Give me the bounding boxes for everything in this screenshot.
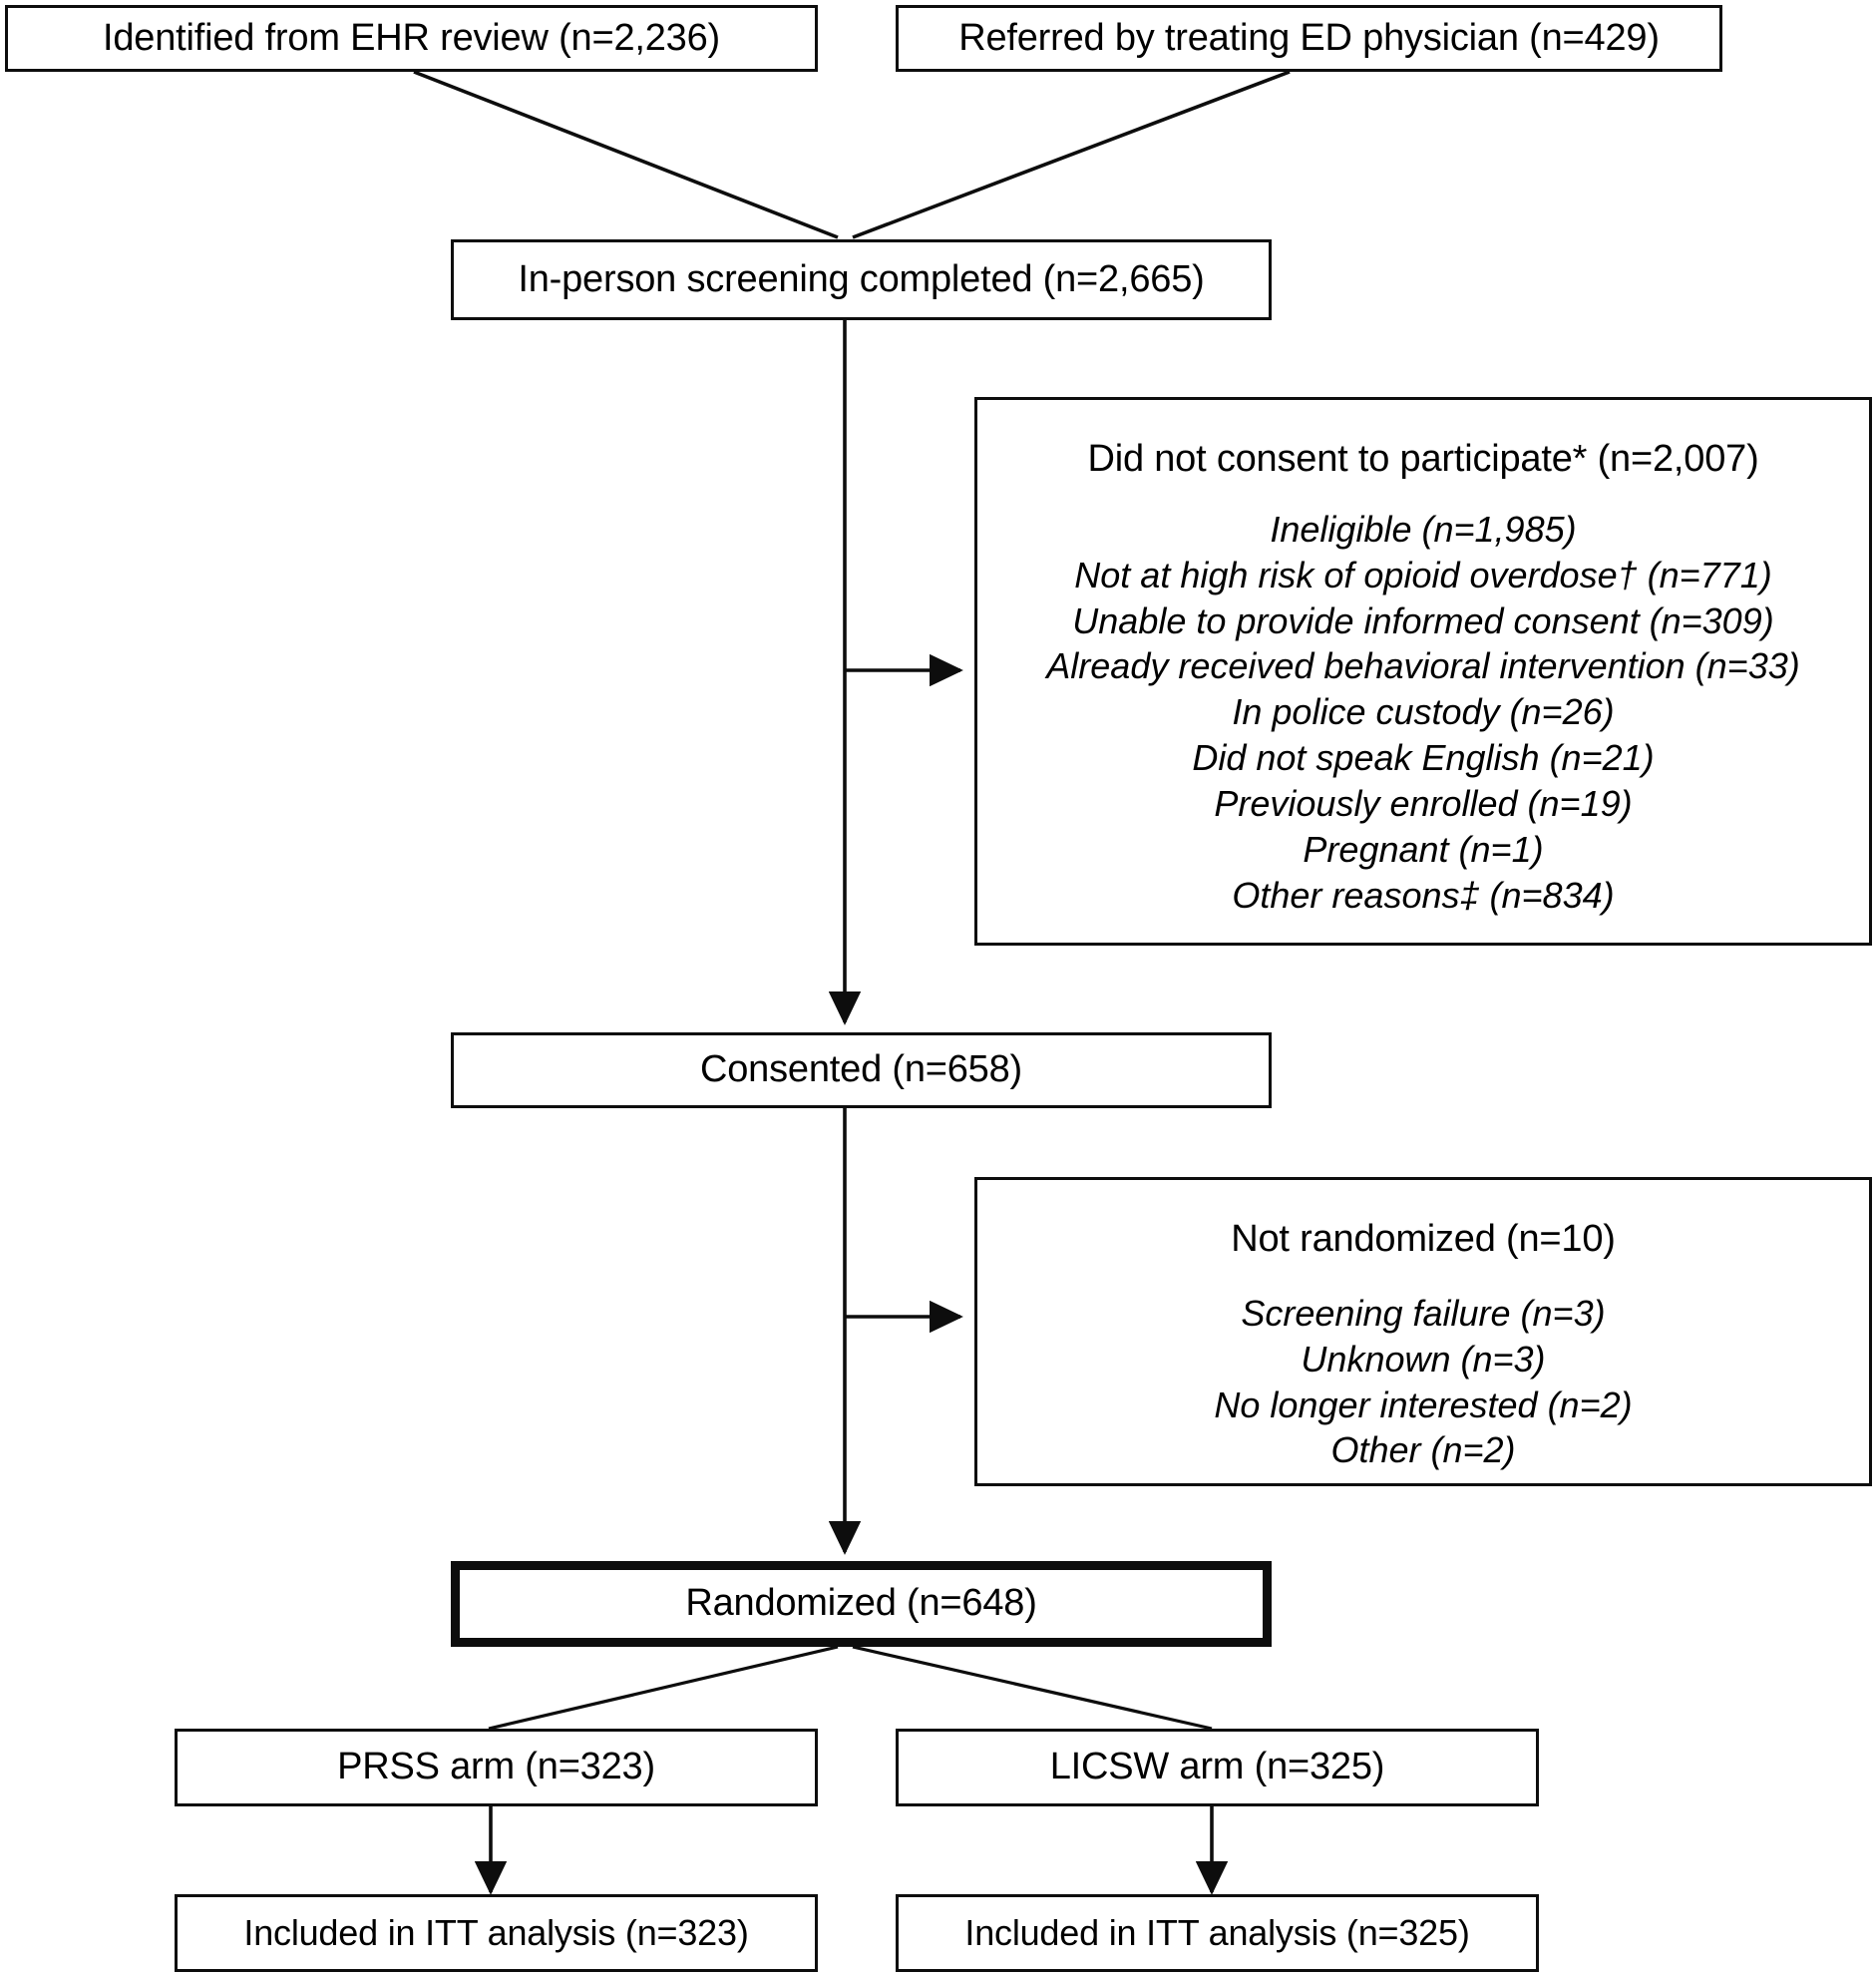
reason-item: Screening failure (n=3) xyxy=(1241,1292,1606,1334)
exclusion-title: Did not consent to participate* (n=2,007… xyxy=(1087,438,1759,480)
node-in-person-screening: In-person screening completed (n=2,665) xyxy=(451,239,1272,320)
reason-item: Already received behavioral intervention… xyxy=(1046,645,1800,687)
reason-item: Pregnant (n=1) xyxy=(1303,829,1544,871)
exclusion-title: Not randomized (n=10) xyxy=(1231,1218,1616,1260)
node-consented: Consented (n=658) xyxy=(451,1032,1272,1108)
node-licsw-itt-analysis: Included in ITT analysis (n=325) xyxy=(896,1894,1539,1972)
reason-item: No longer interested (n=2) xyxy=(1214,1383,1633,1425)
reason-item: Not at high risk of opioid overdose† (n=… xyxy=(1074,554,1772,595)
not-randomized-reason-list: Screening failure (n=3) Unknown (n=3) No… xyxy=(1214,1292,1632,1473)
node-licsw-arm: LICSW arm (n=325) xyxy=(896,1729,1539,1806)
reason-item: Other reasons‡ (n=834) xyxy=(1232,874,1615,916)
node-randomized: Randomized (n=648) xyxy=(451,1561,1272,1647)
node-label: PRSS arm (n=323) xyxy=(337,1746,655,1788)
node-label: Referred by treating ED physician (n=429… xyxy=(958,16,1660,59)
node-label: LICSW arm (n=325) xyxy=(1049,1746,1385,1788)
node-label: Identified from EHR review (n=2,236) xyxy=(102,16,721,59)
reason-item: Did not speak English (n=21) xyxy=(1192,737,1655,779)
node-label: Included in ITT analysis (n=323) xyxy=(243,1912,749,1954)
node-referred-by-ed-physician: Referred by treating ED physician (n=429… xyxy=(896,5,1722,72)
node-label: In-person screening completed (n=2,665) xyxy=(518,257,1205,300)
reason-item: Other (n=2) xyxy=(1330,1429,1516,1471)
node-prss-arm: PRSS arm (n=323) xyxy=(175,1729,818,1806)
node-label: Consented (n=658) xyxy=(700,1048,1022,1091)
no-consent-reason-list: Ineligible (n=1,985) Not at high risk of… xyxy=(1046,508,1799,918)
reason-item: Ineligible (n=1,985) xyxy=(1270,508,1577,550)
reason-item: Unknown (n=3) xyxy=(1301,1338,1546,1380)
node-prss-itt-analysis: Included in ITT analysis (n=323) xyxy=(175,1894,818,1972)
node-label: Randomized (n=648) xyxy=(685,1582,1037,1625)
node-did-not-consent: Did not consent to participate* (n=2,007… xyxy=(974,397,1872,946)
reason-item: Previously enrolled (n=19) xyxy=(1214,783,1633,825)
node-not-randomized: Not randomized (n=10) Screening failure … xyxy=(974,1177,1872,1486)
node-label: Included in ITT analysis (n=325) xyxy=(964,1912,1470,1954)
reason-item: In police custody (n=26) xyxy=(1232,691,1615,733)
node-identified-from-ehr-review: Identified from EHR review (n=2,236) xyxy=(5,5,818,72)
reason-item: Unable to provide informed consent (n=30… xyxy=(1072,599,1774,641)
